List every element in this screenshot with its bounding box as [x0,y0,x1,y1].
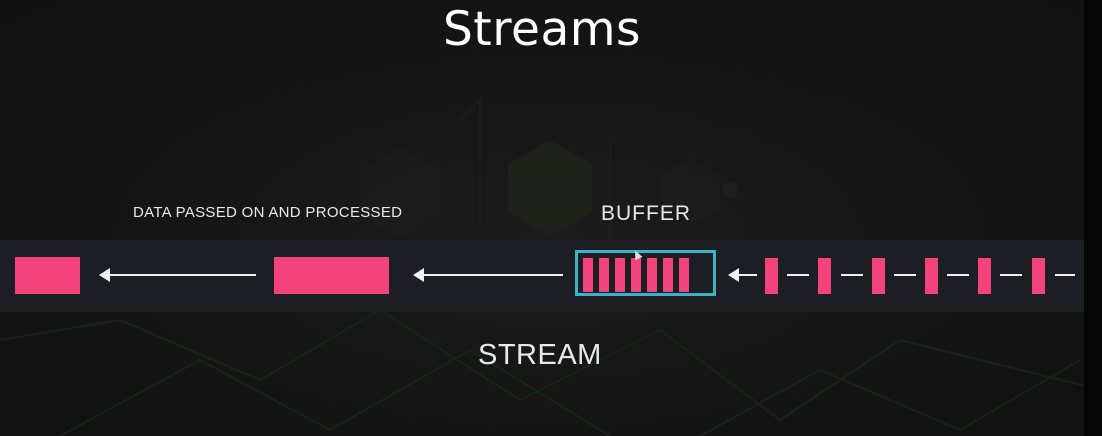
incoming-chunk [978,258,991,294]
stream-dash [1000,274,1022,276]
processed-label: DATA PASSED ON AND PROCESSED [133,204,403,221]
buffer-cell [631,258,641,292]
buffer-cell [663,258,673,292]
incoming-chunk [925,258,938,294]
stream-label: STREAM [478,339,602,371]
incoming-chunk [872,258,885,294]
processed-chunk [15,257,80,294]
stream-dash [841,274,863,276]
stream-dash [787,274,809,276]
left-arrow [413,268,563,282]
incoming-chunk [765,258,778,294]
stream-dash [894,274,916,276]
processing-chunk [274,257,389,294]
buffer-box [575,250,716,296]
background-network-lines [0,308,1102,436]
incoming-chunk [1032,258,1045,294]
buffer-cell [615,258,625,292]
left-arrow [99,268,256,282]
buffer-cell [647,258,657,292]
stream-dash [1055,274,1075,276]
buffer-cell [679,258,689,292]
window-edge [1084,0,1102,436]
buffer-cell [583,258,593,292]
stream-dash [947,274,969,276]
stream-band [0,240,1084,312]
buffer-cell [599,258,609,292]
background-node-logo [360,97,738,250]
slide-title: Streams [442,2,642,57]
incoming-chunk [818,258,831,294]
buffer-label: BUFFER [601,202,691,225]
left-arrow [728,268,757,282]
